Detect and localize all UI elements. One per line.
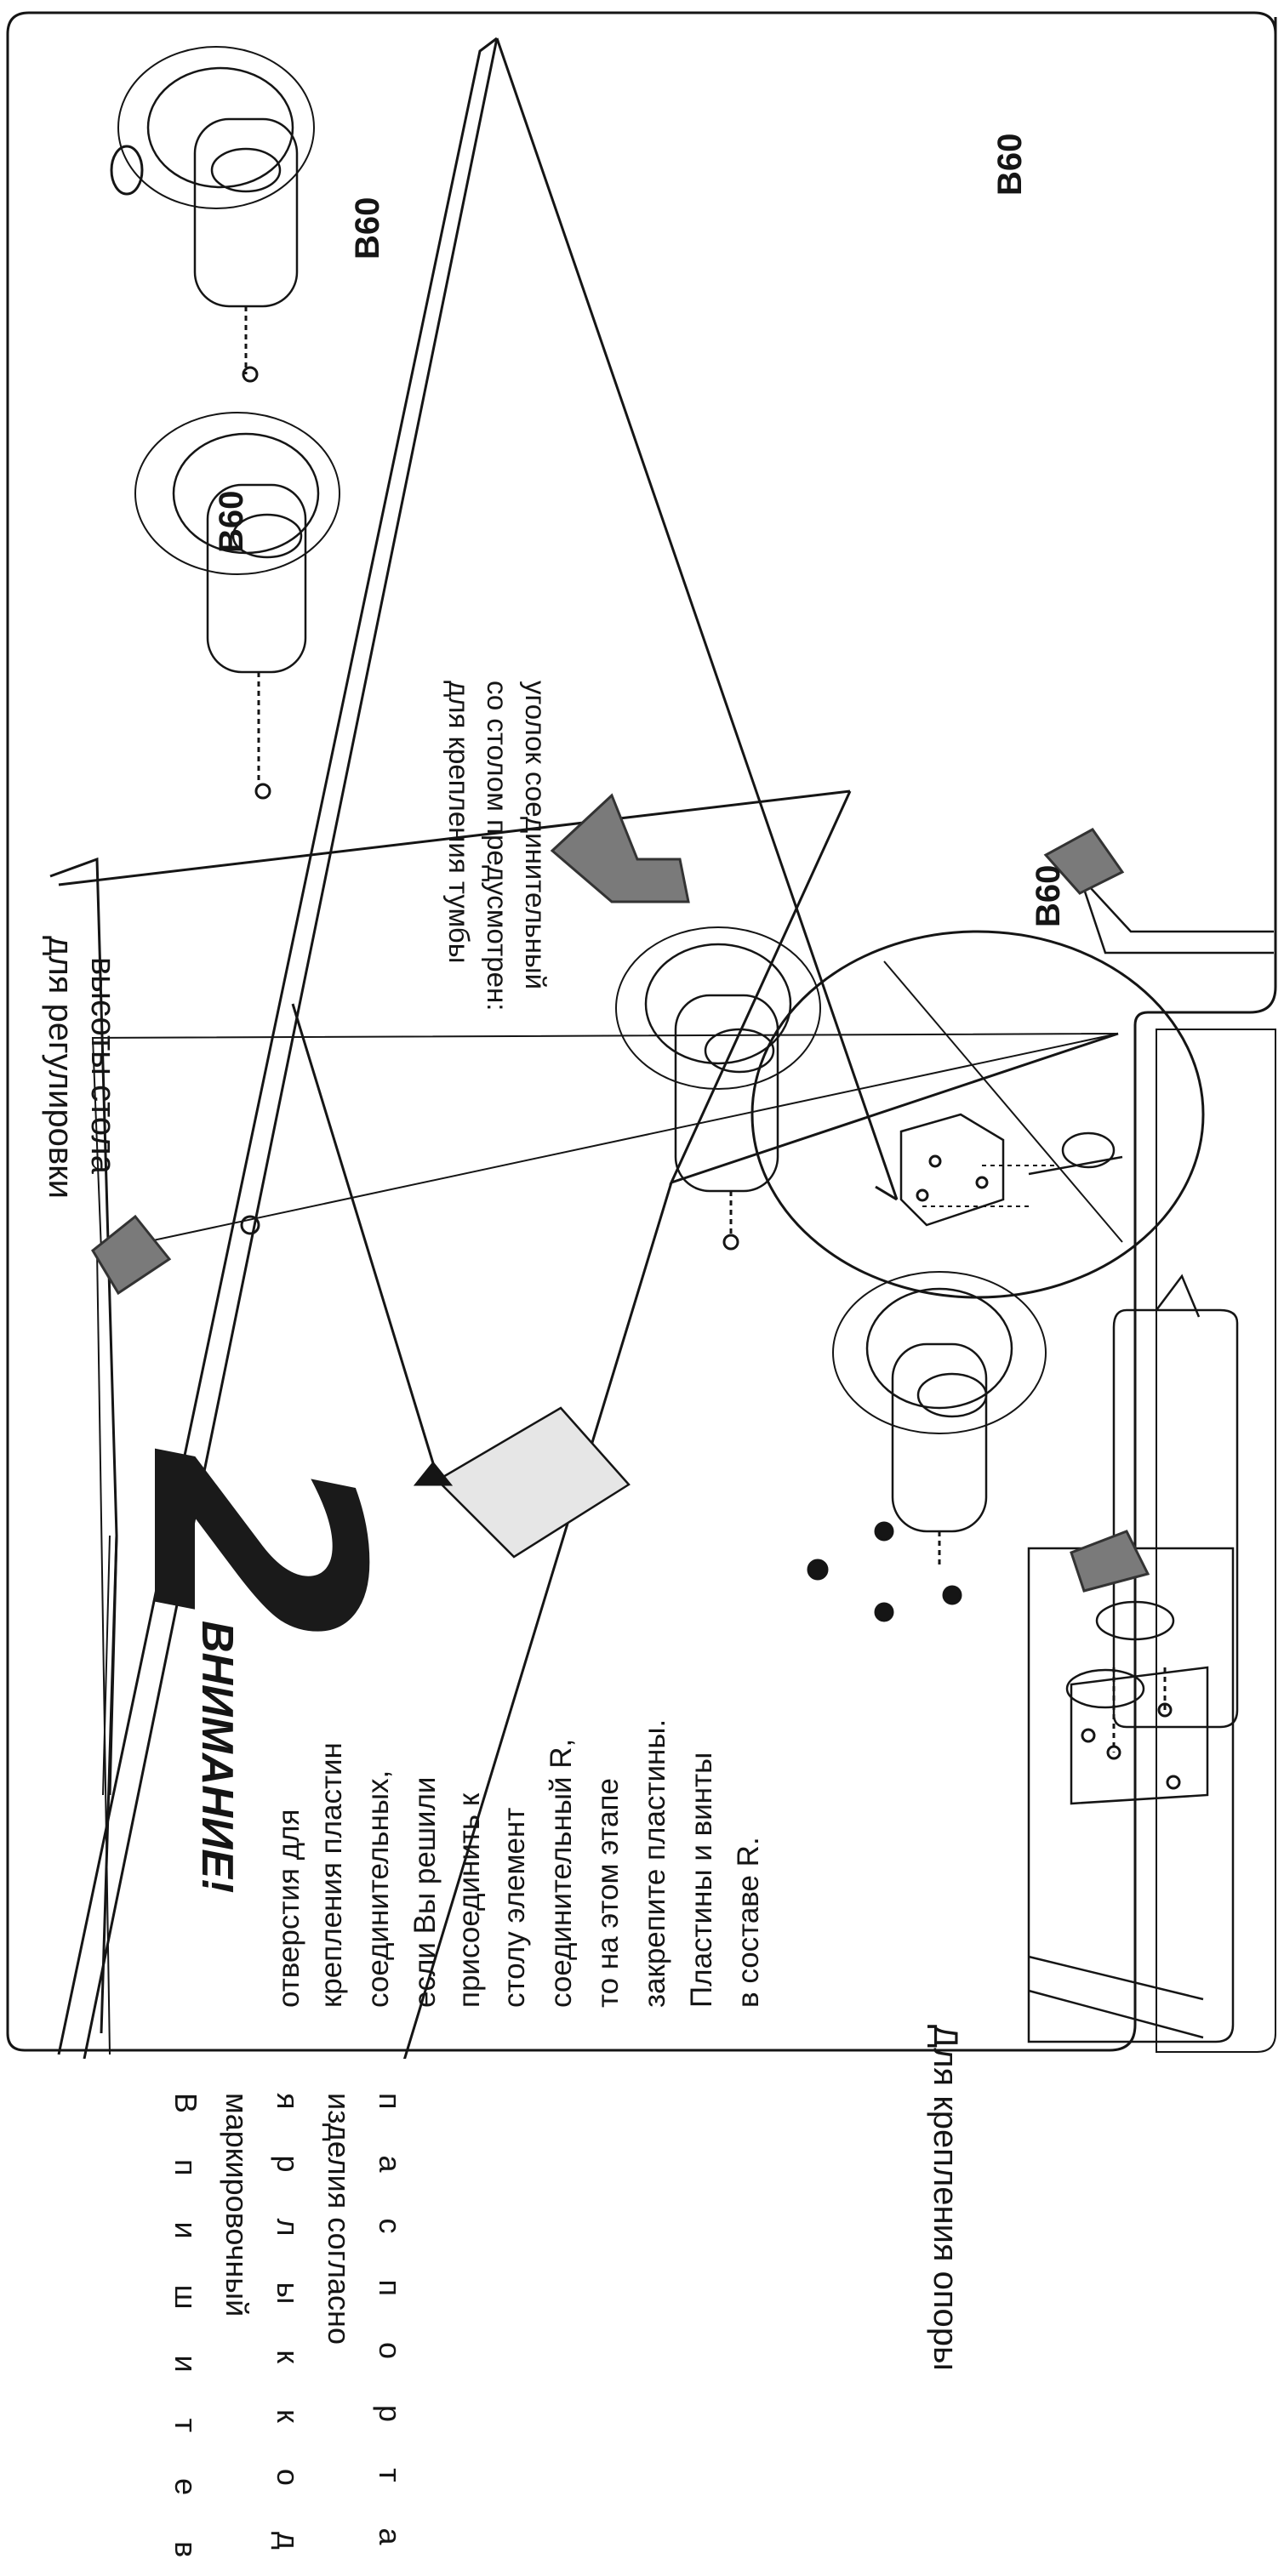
warning-line-9: закрепите пластины. <box>638 1718 671 2008</box>
screw-icon <box>1095 1600 1175 1641</box>
screw-icon <box>1065 1668 1145 1709</box>
step-number: 2 <box>86 1446 423 1648</box>
top-right-frame <box>1156 1029 1276 2053</box>
pointing-hand-icon <box>1043 828 1125 895</box>
b60-label-4: B60 <box>991 133 1029 196</box>
b60-label-1: B60 <box>349 197 386 259</box>
cabinet-callout-line-2: со столом предусмотрен: <box>482 681 513 1012</box>
warning-line-6: столу элемент <box>498 1807 531 2008</box>
label-note-line-1: В п и ш и т е в <box>168 2093 203 2576</box>
label-note-line-3: я р л ы к к о д <box>271 2093 305 2568</box>
cam-bolt-icon <box>146 66 299 308</box>
warning-line-5: присоединить к <box>453 1792 486 2008</box>
height-callout-line-1: для регулировки <box>42 936 79 1199</box>
warning-line-3: соединительных, <box>362 1770 395 2008</box>
pointing-hand-icon <box>550 793 690 903</box>
rotated-page: ВНИМАНИЕ! 2 для регулировки высоты стола… <box>6 11 1277 2576</box>
warning-line-8: то на этом этапе <box>591 1778 625 2008</box>
cabinet-callout-line-3: уголок соединительный <box>520 681 551 990</box>
height-callout-bubble <box>1112 1308 1239 1729</box>
b60-label-3: B60 <box>1030 864 1067 927</box>
warning-line-2: крепления пластин <box>315 1742 348 2008</box>
height-callout-line-2: высоты стола <box>84 957 122 1174</box>
rotation-arrow-icon <box>615 926 821 1090</box>
cam-bolt-icon <box>865 1287 1013 1533</box>
warning-anchor <box>153 1480 154 1481</box>
rotation-arrow-icon <box>832 1271 1047 1434</box>
cam-bolt-icon <box>644 943 792 1193</box>
warning-line-4: если Вы решили <box>408 1776 442 2008</box>
pointing-hand-icon <box>1070 1530 1150 1593</box>
plate-inset-frame <box>1027 1547 1235 2043</box>
assembly-illustration <box>6 11 1277 2059</box>
label-note-line-5: п а с п о р т а <box>373 2093 408 2564</box>
screw-icon <box>1061 1131 1116 1169</box>
b60-label-2: B60 <box>213 490 250 553</box>
warning-line-1: отверстия для <box>272 1809 305 2008</box>
label-note-line-2: маркировочный <box>220 2093 254 2317</box>
support-label: Для крепления опоры <box>927 2025 964 2371</box>
rotation-arrow-icon <box>134 412 340 575</box>
cabinet-callout-line-1: для крепления тумбы <box>443 681 475 964</box>
cabinet-callout-bubble <box>1078 875 1274 955</box>
warning-line-10: Пластины и винты <box>685 1752 718 2008</box>
cam-bolt-icon <box>172 432 320 674</box>
label-note-line-4: изделия согласно <box>322 2093 357 2345</box>
label-diamond <box>435 1406 631 1559</box>
instruction-sheet: ВНИМАНИЕ! 2 для регулировки высоты стола… <box>6 11 1277 2576</box>
main-frame <box>6 11 1277 2052</box>
warning-line-11: в составе R. <box>732 1837 765 2008</box>
rotation-arrow-icon <box>117 46 315 209</box>
warning-line-7: соединительный R, <box>545 1738 578 2008</box>
pointing-hand-icon <box>91 1214 172 1296</box>
warning-title: ВНИМАНИЕ! <box>192 1621 242 1894</box>
